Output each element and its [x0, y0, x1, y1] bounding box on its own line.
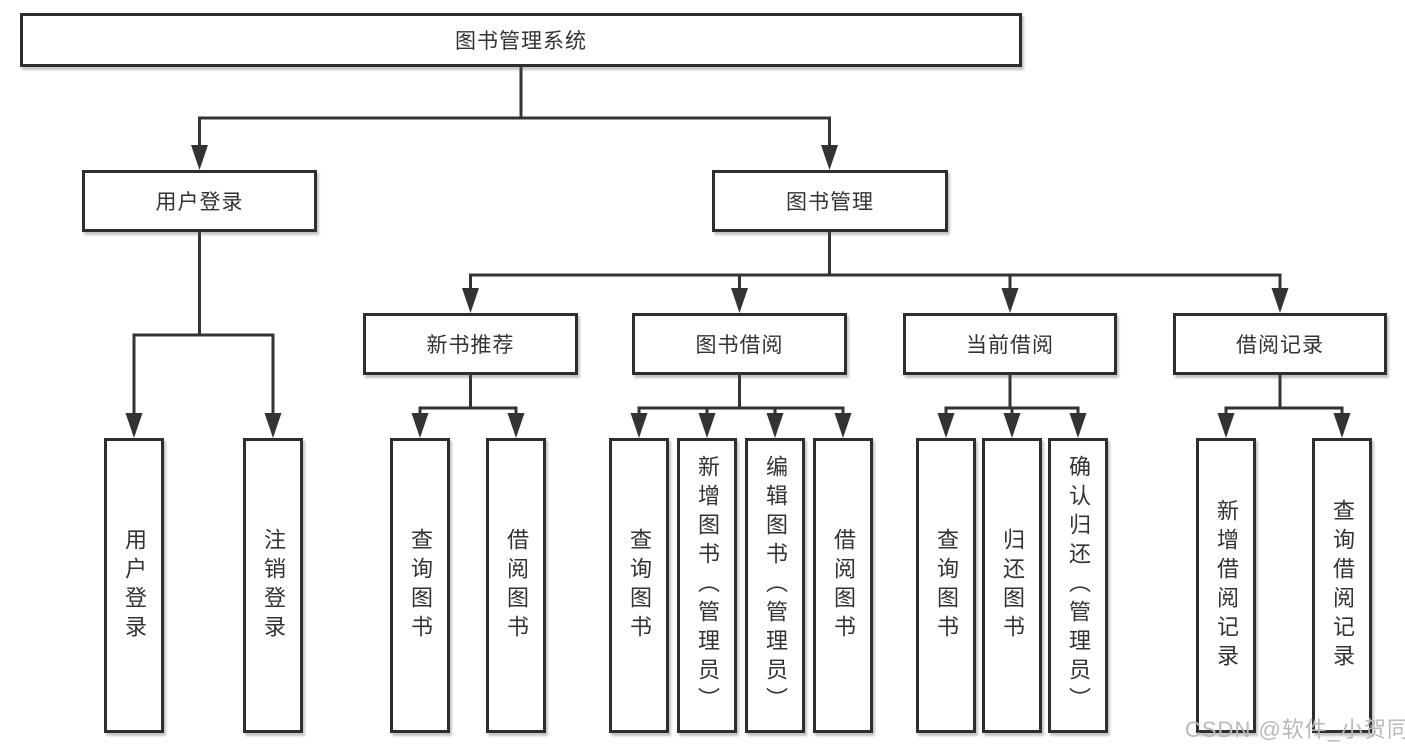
leaf-add-book-admin: 新增图书（管理员）: [677, 438, 737, 733]
node-label: 图书借阅: [695, 334, 784, 357]
node-label: 新增图书（管理员）: [695, 455, 720, 716]
leaf-return-book: 归还图书: [982, 438, 1042, 733]
node-label: 查询借阅记录: [1330, 498, 1355, 673]
node-label: 借阅记录: [1236, 334, 1324, 357]
node-label: 新书推荐: [426, 334, 515, 357]
node-label: 借阅图书: [504, 527, 529, 644]
leaf-query-borrow-record: 查询借阅记录: [1312, 438, 1372, 733]
node-label: 用户登录: [122, 527, 147, 644]
leaf-logout: 注销登录: [243, 438, 303, 733]
node-label: 确认归还（管理员）: [1066, 455, 1091, 716]
csdn-watermark: CSDN @软件_小贺同学: [1185, 717, 1405, 742]
leaf-query-books-3: 查询图书: [916, 438, 976, 733]
node-current-borrow: 当前借阅: [903, 313, 1117, 375]
leaf-borrow-books-2: 借阅图书: [813, 438, 873, 733]
node-label: 新增借阅记录: [1214, 498, 1239, 673]
leaf-add-borrow-record: 新增借阅记录: [1196, 438, 1256, 733]
node-label: 用户登录: [155, 191, 244, 214]
leaf-edit-book-admin: 编辑图书（管理员）: [745, 438, 805, 733]
node-label: 查询图书: [408, 527, 433, 644]
leaf-user-login: 用户登录: [104, 438, 164, 733]
node-new-book-recommend: 新书推荐: [363, 313, 578, 375]
node-label: 图书管理系统: [455, 30, 587, 53]
arrowheads: [125, 145, 1351, 438]
node-book-borrow: 图书借阅: [632, 313, 847, 375]
node-book-management: 图书管理: [712, 170, 948, 232]
leaf-query-books-2: 查询图书: [609, 438, 669, 733]
leaf-borrow-books-1: 借阅图书: [486, 438, 546, 733]
node-label: 查询图书: [627, 527, 652, 644]
node-label: 编辑图书（管理员）: [763, 455, 788, 716]
node-label: 归还图书: [1000, 527, 1025, 644]
node-label: 查询图书: [934, 527, 959, 644]
node-label: 当前借阅: [966, 334, 1054, 357]
node-label: 注销登录: [261, 527, 286, 644]
node-label: 图书管理: [786, 191, 874, 214]
node-borrow-records: 借阅记录: [1173, 313, 1387, 375]
node-library-system: 图书管理系统: [20, 13, 1022, 67]
node-label: 借阅图书: [831, 527, 856, 644]
node-user-login: 用户登录: [82, 170, 317, 232]
leaf-query-books-1: 查询图书: [390, 438, 450, 733]
leaf-confirm-return-admin: 确认归还（管理员）: [1048, 438, 1108, 733]
